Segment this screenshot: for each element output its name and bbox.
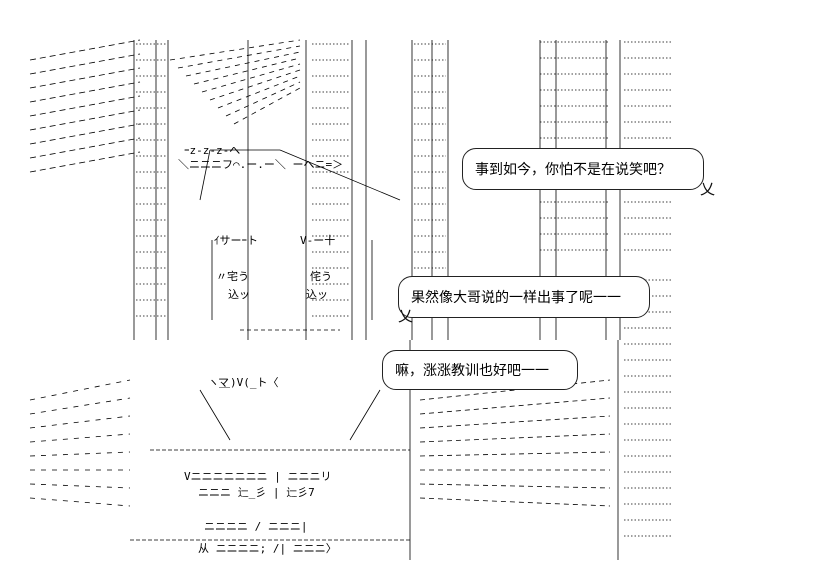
ascii-label-hand-l: ｲサーｰト: [214, 234, 258, 247]
ascii-speed-line: [29, 53, 141, 75]
ascii-label-eq-arrow: ＼ニニニフ⌒.ー.ー＼ ーへニ=＞: [178, 158, 343, 171]
ascii-label-ma: マ: [218, 376, 229, 389]
ascii-speed-line: [29, 415, 131, 429]
speech-bubble-2-tail: 乂: [398, 307, 414, 325]
ascii-speed-line: [29, 81, 141, 103]
ascii-speed-line: [419, 451, 611, 457]
speech-bubble-1: 事到如今，你怕不是在说笑吧？: [462, 148, 704, 190]
ascii-speed-line: [185, 51, 301, 77]
ascii-speed-line: [29, 109, 141, 131]
ascii-label-bottom4: Vニニニニニニニ | ニニニリ: [184, 470, 332, 483]
ascii-speed-line: [29, 483, 131, 489]
ascii-speed-line: [29, 95, 141, 117]
ascii-speed-line: [29, 497, 131, 507]
ascii-head-left: [199, 149, 211, 201]
ascii-speed-line: [29, 451, 131, 457]
ascii-speed-line: [29, 39, 141, 61]
ascii-label-komi2: 込ッ: [306, 288, 328, 301]
ascii-label-bottom2: ニニニニ / ニニニ|: [204, 520, 308, 533]
ascii-speed-line: [29, 151, 141, 173]
ascii-speed-line: [169, 39, 301, 61]
ascii-speed-line: [29, 433, 131, 443]
ascii-speed-line: [419, 397, 611, 415]
ascii-label-hand-r: V‐ー十: [300, 233, 335, 247]
ascii-speed-line: [29, 137, 141, 159]
ascii-neck-left: [199, 389, 231, 441]
speech-bubble-2-text: 果然像大哥说的一样出事了呢一一: [411, 290, 621, 306]
ascii-speed-line: [419, 497, 611, 507]
speech-bubble-1-text: 事到如今，你怕不是在说笑吧？: [475, 162, 671, 178]
speech-bubble-2: 果然像大哥说的一样出事了呢一一: [398, 276, 650, 318]
ascii-head-right: [279, 149, 401, 201]
ascii-label-zzz: ｰz‐z‐z‐へ: [184, 144, 240, 157]
ascii-speed-line: [233, 87, 301, 125]
ascii-speed-line: [419, 415, 611, 429]
ascii-speed-line: [29, 397, 131, 415]
ascii-label-komi1: 込ッ: [228, 288, 250, 301]
ascii-neck-right: [349, 389, 381, 441]
ascii-label-mouth: ヽ＿)V(_ト〈: [208, 376, 279, 389]
ascii-label-takuu: 〃宅う: [216, 269, 249, 283]
ascii-speed-line: [419, 483, 611, 489]
ascii-speed-line: [419, 379, 611, 401]
speech-bubble-3-text: 嘛，涨涨教训也好吧一一: [395, 363, 549, 379]
ascii-label-takuu2: 侘う: [310, 269, 332, 283]
ascii-speed-line: [177, 45, 301, 69]
ascii-speed-line: [225, 81, 301, 117]
ascii-label-bottom3: ニニニ 辷_彡 | 辷彡7: [198, 486, 315, 499]
ascii-speed-line: [29, 67, 141, 89]
ascii-speed-line: [209, 69, 301, 101]
speech-bubble-3: 嘛，涨涨教训也好吧一一: [382, 350, 578, 390]
ascii-speed-line: [29, 379, 131, 401]
ascii-speed-line: [419, 433, 611, 443]
ascii-speed-line: [193, 57, 301, 85]
ascii-speed-line: [29, 123, 141, 145]
speech-bubble-1-tail: 乂: [700, 180, 716, 198]
ascii-art-glyphs: ｰz‐z‐z‐へ＼ニニニフ⌒.ー.ー＼ ーへニ=＞ ｲサーｰト V‐ー十〃宅う 侘う込…: [178, 144, 343, 555]
ascii-label-bottom1: 从 ニニニニ; /| ニニニ〉: [198, 542, 337, 555]
ascii-speed-line: [217, 75, 301, 109]
ascii-speed-line: [201, 63, 301, 93]
